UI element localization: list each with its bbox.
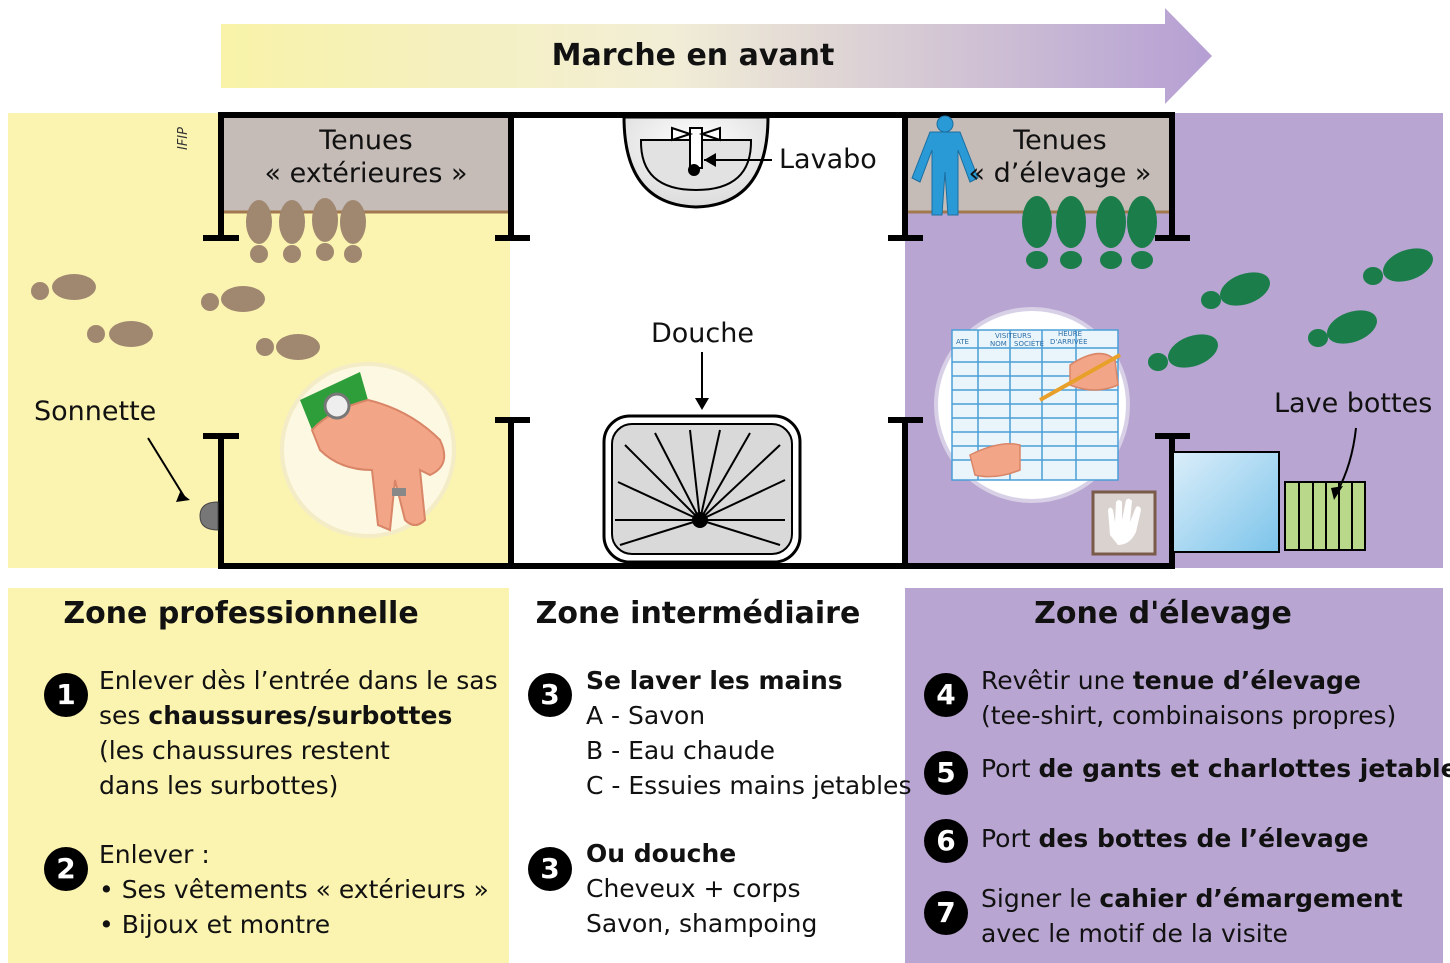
outdoor-clothes-locker: [223, 117, 509, 212]
step-line: Port des bottes de l’élevage: [981, 821, 1369, 856]
farm-clothes-label-line1: Tenues: [1013, 125, 1107, 156]
step-line: • Bijoux et montre: [99, 907, 489, 942]
step-text: Port: [981, 824, 1039, 853]
step-line: Ou douche: [586, 836, 817, 871]
step-instruction-professionnelle-2: Enlever : • Ses vêtements « extérieurs » •…: [99, 837, 489, 942]
step-text: Enlever :: [99, 840, 210, 869]
step-number-badge: 7: [924, 891, 968, 935]
step-text: C - Essuies mains jetables: [586, 771, 912, 800]
step-line: • Ses vêtements « extérieurs »: [99, 872, 489, 907]
step-line: Cheveux + corps: [586, 871, 817, 906]
lavabo-label: Lavabo: [779, 144, 877, 175]
step-text: (tee-shirt, combinaisons propres): [981, 701, 1397, 730]
step-text-bold: cahier d’émargement: [1099, 884, 1403, 913]
step-text-bold: chaussures/surbottes: [148, 701, 453, 730]
step-text: B - Eau chaude: [586, 736, 775, 765]
sonnette-label: Sonnette: [34, 396, 157, 427]
doorbell-icon: [147, 437, 219, 531]
step-number-badge: 3: [528, 847, 572, 891]
step-line: Signer le cahier d’émargement: [981, 881, 1403, 916]
step-line: avec le motif de la visite: [981, 916, 1403, 951]
step-text-bold: Ou douche: [586, 839, 737, 868]
step-number-badge: 3: [528, 673, 572, 717]
zone-elevage-panel: [905, 588, 1443, 963]
step-instruction-elevage-3: Port des bottes de l’élevage: [981, 821, 1369, 856]
step-number-badge: 6: [924, 819, 968, 863]
step-instruction-intermediaire-1: Se laver les mains A - Savon B - Eau chaud…: [586, 663, 911, 803]
step-text: • Bijoux et montre: [99, 910, 331, 939]
step-number-badge: 1: [44, 673, 88, 717]
forward-march-label: Marche en avant: [551, 38, 835, 73]
step-text-bold: des bottes de l’élevage: [1038, 824, 1369, 853]
step-line: ses chaussures/surbottes: [99, 698, 498, 733]
step-line: Port de gants et charlottes jetables: [981, 751, 1450, 786]
outdoor-clothes-label: Tenues « extérieures »: [223, 124, 509, 190]
step-line: Enlever dès l’entrée dans le sas: [99, 663, 498, 698]
register-header-arrivee: D'ARRIVÉE: [1050, 337, 1088, 346]
step-number-badge: 2: [44, 847, 88, 891]
coverall-icon: [911, 115, 979, 216]
brown-footprints: [31, 198, 366, 360]
walls: [203, 112, 1190, 569]
register-header-societe: SOCIÉTÉ: [1014, 339, 1044, 348]
direction-arrow: [221, 8, 1212, 104]
step-text: Revêtir une: [981, 666, 1133, 695]
step-line: Se laver les mains: [586, 663, 911, 698]
register-header-date: ATE: [956, 338, 969, 346]
shower-icon: [602, 352, 802, 564]
step-line: (tee-shirt, combinaisons propres): [981, 698, 1396, 733]
step-instruction-elevage-2: Port de gants et charlottes jetables: [981, 751, 1450, 786]
step-text-bold: Se laver les mains: [586, 666, 843, 695]
step-text: avec le motif de la visite: [981, 919, 1288, 948]
step-instruction-elevage-1: Revêtir une tenue d’élevage (tee-shirt, c…: [981, 663, 1396, 733]
step-text: A - Savon: [586, 701, 706, 730]
step-number-badge: 4: [924, 673, 968, 717]
sink-icon: [622, 115, 772, 209]
outdoor-clothes-label-line1: Tenues: [319, 125, 413, 156]
zone-elevage-title: Zone d'élevage: [1034, 596, 1292, 631]
sign-register-illustration: ATE VISITEURS NOM SOCIÉTÉ HEURE D'ARRIVÉ…: [934, 307, 1130, 503]
step-text: Cheveux + corps: [586, 874, 801, 903]
step-instruction-professionnelle-1: Enlever dès l’entrée dans le sas ses chau…: [99, 663, 498, 803]
step-line: A - Savon: [586, 698, 911, 733]
step-line: Savon, shampoing: [586, 906, 817, 941]
douche-label: Douche: [651, 318, 754, 349]
step-text: dans les surbottes): [99, 771, 339, 800]
boot-wash-icon: [1284, 427, 1366, 551]
step-line: C - Essuies mains jetables: [586, 768, 911, 803]
farm-clothes-label-line2: « d’élevage »: [968, 158, 1152, 189]
step-line: Enlever :: [99, 837, 489, 872]
zone-professionnelle-title: Zone professionnelle: [63, 596, 419, 631]
lave-bottes-label: Lave bottes: [1274, 388, 1433, 419]
step-line: B - Eau chaude: [586, 733, 911, 768]
step-line: Revêtir une tenue d’élevage: [981, 663, 1396, 698]
remove-jewelry-illustration: [280, 362, 456, 538]
step-text: Port: [981, 754, 1039, 783]
step-text: • Ses vêtements « extérieurs »: [99, 875, 489, 904]
step-line: dans les surbottes): [99, 768, 498, 803]
step-line: (les chaussures restent: [99, 733, 498, 768]
register-header-heure: HEURE: [1058, 330, 1082, 338]
zone-intermediaire-title: Zone intermédiaire: [535, 596, 861, 631]
glove-box-icon: [1091, 490, 1157, 556]
green-footprints: [1022, 196, 1433, 371]
step-text: ses: [99, 701, 149, 730]
zone-professionnelle-panel: [8, 588, 509, 963]
step-text-bold: de gants et charlottes jetables: [1038, 754, 1450, 783]
step-instruction-elevage-4: Signer le cahier d’émargement avec le mot…: [981, 881, 1403, 951]
step-number-badge: 5: [924, 751, 968, 795]
step-text: Signer le: [981, 884, 1100, 913]
step-text: Savon, shampoing: [586, 909, 818, 938]
outdoor-clothes-label-line2: « extérieures »: [264, 158, 468, 189]
register-header-nom: NOM: [990, 340, 1007, 348]
glass-cabinet: [1172, 451, 1280, 553]
step-text: (les chaussures restent: [99, 736, 390, 765]
farm-clothes-label: Tenues « d’élevage »: [960, 124, 1160, 190]
ifip-watermark: IFIP: [176, 127, 191, 150]
step-text: Enlever dès l’entrée dans le sas: [99, 666, 498, 695]
step-text-bold: tenue d’élevage: [1132, 666, 1361, 695]
register-header-visiteurs: VISITEURS: [995, 332, 1032, 340]
